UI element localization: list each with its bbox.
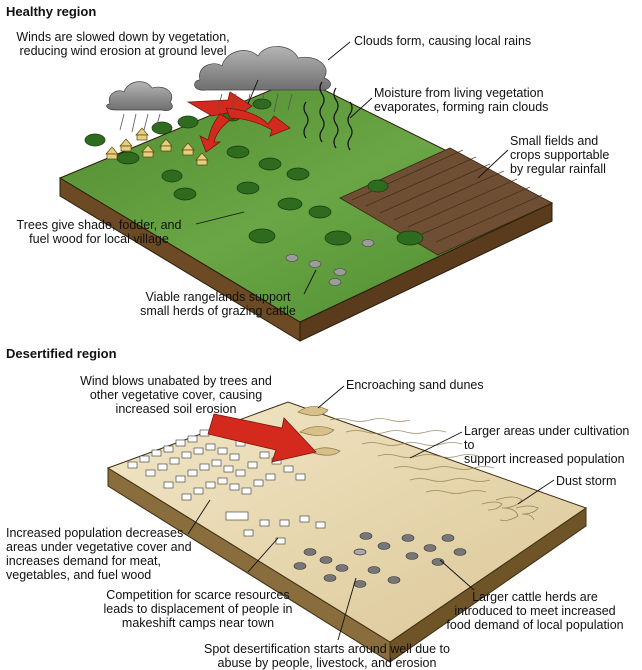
desert-wind-arrow — [207, 413, 317, 463]
label-dust-storm: Dust storm — [556, 474, 617, 488]
label-competition: Competition for scarce resources leads t… — [103, 588, 293, 630]
label-small-fields: Small fields and crops supportable by re… — [510, 134, 610, 176]
label-larger-herds: Larger cattle herds are introduced to me… — [446, 590, 624, 632]
label-spot-desertification: Spot desertification starts around well … — [204, 642, 450, 670]
grazing-cattle — [285, 239, 375, 286]
village-huts — [105, 127, 209, 166]
label-rangelands: Viable rangelands support small herds of… — [140, 290, 296, 318]
dust-storm — [481, 496, 539, 521]
sand-dunes — [297, 406, 341, 456]
label-winds-slowed: Winds are slowed down by vegetation, red… — [16, 30, 230, 58]
evaporation-lines — [303, 81, 353, 151]
label-wind-unabated: Wind blows unabated by trees and other v… — [80, 374, 272, 416]
label-moisture: Moisture from living vegetation evaporat… — [374, 86, 549, 114]
healthy-wind-arrow — [186, 91, 291, 153]
healthy-region-title: Healthy region — [6, 4, 97, 19]
healthy-rain-clouds — [106, 46, 331, 133]
desertified-region-title: Desertified region — [6, 346, 117, 361]
label-clouds-form: Clouds form, causing local rains — [354, 34, 532, 48]
label-increased-population: Increased population decreases areas und… — [6, 526, 192, 582]
label-sand-dunes: Encroaching sand dunes — [346, 378, 484, 392]
well — [353, 548, 367, 556]
label-trees-shade: Trees give shade, fodder, and fuel wood … — [16, 218, 182, 246]
leader-lines — [187, 41, 555, 641]
desertified-terrain-block — [106, 401, 588, 663]
label-larger-cultivation: Larger areas under cultivation to suppor… — [464, 424, 630, 466]
